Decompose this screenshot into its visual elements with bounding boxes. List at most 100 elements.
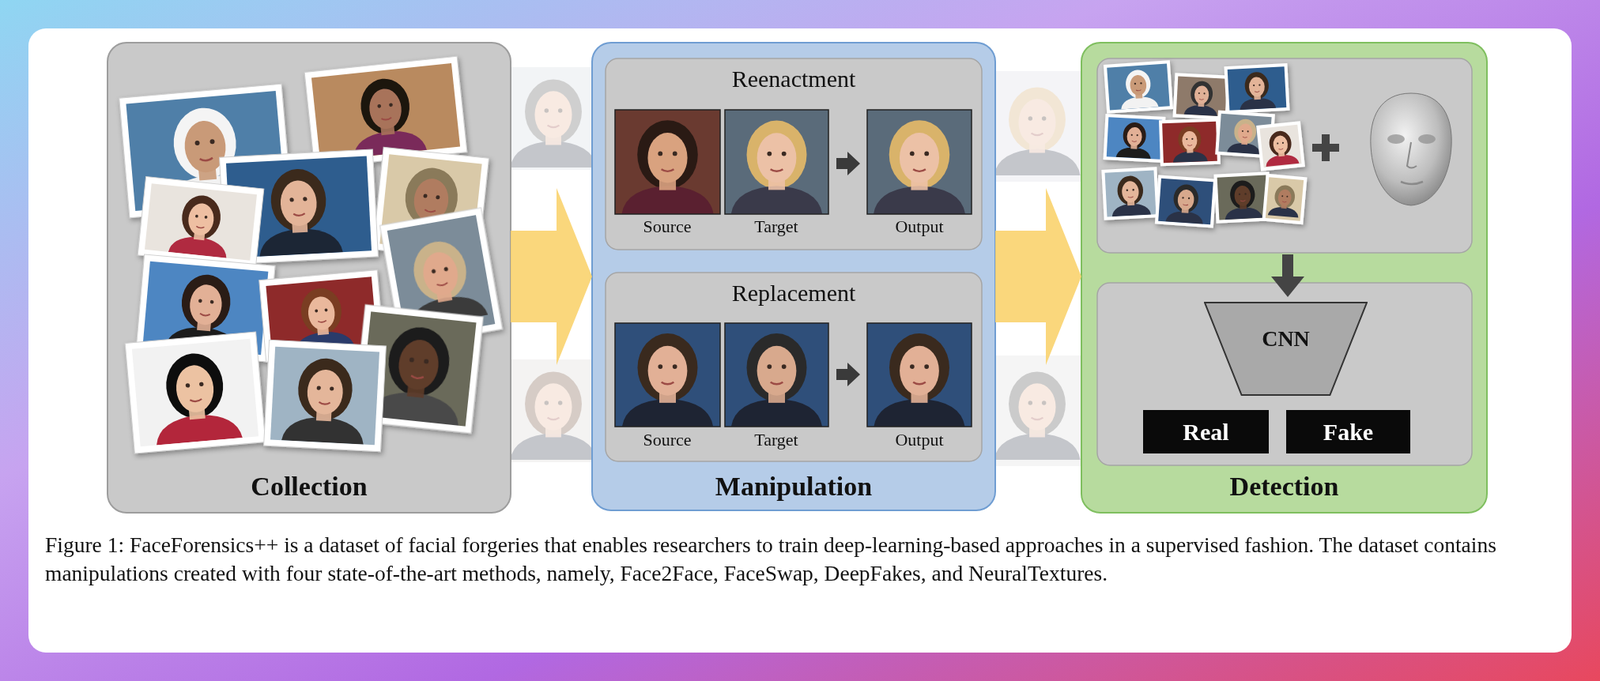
white-card	[28, 28, 1572, 653]
flow-arrow	[510, 188, 593, 366]
ghost-images	[988, 71, 1087, 182]
detection-photos	[1101, 60, 1307, 228]
manipulation-panel-ground	[592, 42, 996, 511]
detection-photos	[1154, 174, 1217, 228]
classifier-panel	[1097, 283, 1472, 466]
collection-photos	[264, 339, 387, 453]
cnn-block: CNN	[1203, 301, 1368, 397]
detection-photos	[1165, 183, 1206, 225]
detection-photos	[1256, 120, 1306, 172]
cnn-label: CNN	[1261, 325, 1310, 353]
replacement-faces	[615, 323, 972, 427]
figure-caption: Figure 1: FaceForensics++ is a dataset o…	[45, 531, 1559, 589]
reenactment-faces	[873, 120, 966, 215]
image-label: Output	[894, 216, 944, 238]
collection-photos	[144, 183, 257, 261]
collection-photos	[255, 166, 344, 257]
detection-photos	[1223, 63, 1290, 114]
replacement-faces	[731, 333, 823, 427]
collection-photos	[124, 332, 266, 454]
class-box: Fake	[1286, 410, 1411, 454]
collection-photos	[264, 339, 387, 453]
reenactment-faces	[867, 109, 972, 215]
collection-photos	[168, 192, 233, 259]
3d-face-model	[1370, 93, 1452, 206]
detection-photos	[1162, 121, 1218, 163]
collection-photos	[132, 339, 259, 448]
ghost-images	[988, 71, 1087, 182]
method-title: Replacement	[732, 279, 857, 308]
detection-photos	[1237, 71, 1276, 110]
ghost-images	[509, 371, 597, 461]
detection-photos	[1223, 63, 1290, 114]
replacement-panel-ground	[605, 272, 982, 462]
down-arrow	[1271, 254, 1305, 298]
image-label: Source	[642, 430, 691, 451]
detection-photos	[1105, 169, 1157, 217]
image-label: Target	[754, 430, 798, 451]
ghost-images	[993, 86, 1080, 176]
replacement-faces	[867, 323, 972, 427]
ghost-images	[504, 67, 603, 170]
replacement-faces	[615, 323, 721, 427]
detection-photos	[1101, 166, 1159, 221]
method-title: Reenactment	[732, 64, 857, 94]
detection-photos	[1184, 80, 1219, 117]
reenactment-panel-ground	[605, 58, 982, 250]
flow-arrow	[995, 188, 1082, 366]
detection-photos	[1103, 60, 1174, 114]
image-label: Source	[642, 216, 691, 238]
detection-photos	[1158, 118, 1221, 167]
detection-photos	[1261, 173, 1307, 225]
3d-face-model	[1418, 134, 1436, 144]
reenactment-faces	[621, 120, 714, 215]
image-label: Output	[894, 430, 944, 451]
ghost-images	[988, 355, 1087, 467]
reenactment-faces	[615, 109, 972, 215]
ghost-images	[504, 359, 603, 463]
detection-photos	[1103, 60, 1174, 114]
detection-photos	[1262, 129, 1300, 167]
replacement-faces	[615, 323, 721, 427]
reenactment-faces	[731, 120, 823, 215]
collection-photos	[137, 176, 265, 268]
detection-photos	[1267, 184, 1302, 219]
class-label: Fake	[1323, 418, 1374, 447]
stage-title: Manipulation	[715, 471, 872, 504]
stage-panel: Collection	[107, 42, 511, 514]
class-box: Real	[1143, 410, 1269, 454]
detection-photos	[1265, 177, 1304, 222]
reenactment-faces	[724, 109, 829, 215]
ghost-images	[504, 359, 603, 463]
reenactment-faces	[724, 109, 829, 215]
collection-photos	[270, 347, 380, 446]
down-arrow	[1271, 254, 1305, 298]
detection-photos	[1260, 124, 1302, 169]
replacement-faces	[724, 323, 829, 427]
replacement-faces	[724, 323, 829, 427]
detection-photos	[1154, 174, 1217, 228]
3d-face-model	[1370, 93, 1452, 206]
small-arrow	[836, 362, 861, 387]
reenactment-faces	[615, 109, 721, 215]
class-label: Real	[1182, 418, 1229, 447]
3d-face-model	[1387, 134, 1405, 144]
3d-face-model	[1407, 142, 1417, 169]
detection-photos	[1116, 121, 1153, 159]
collection-photos	[281, 356, 368, 445]
detection-photos	[1227, 66, 1287, 111]
collection-photos	[148, 350, 242, 446]
detection-photos	[1217, 174, 1269, 220]
panel-grounds	[107, 42, 1487, 514]
replacement-faces	[622, 333, 714, 427]
ghost-images	[509, 79, 597, 168]
ghost-images	[504, 67, 603, 170]
detection-photos	[1101, 166, 1159, 221]
reenactment-faces	[615, 109, 721, 215]
collection-photos	[345, 75, 427, 159]
detection-photos	[1106, 63, 1170, 110]
collection-photos	[124, 332, 266, 454]
collection-panel-ground	[107, 42, 511, 514]
